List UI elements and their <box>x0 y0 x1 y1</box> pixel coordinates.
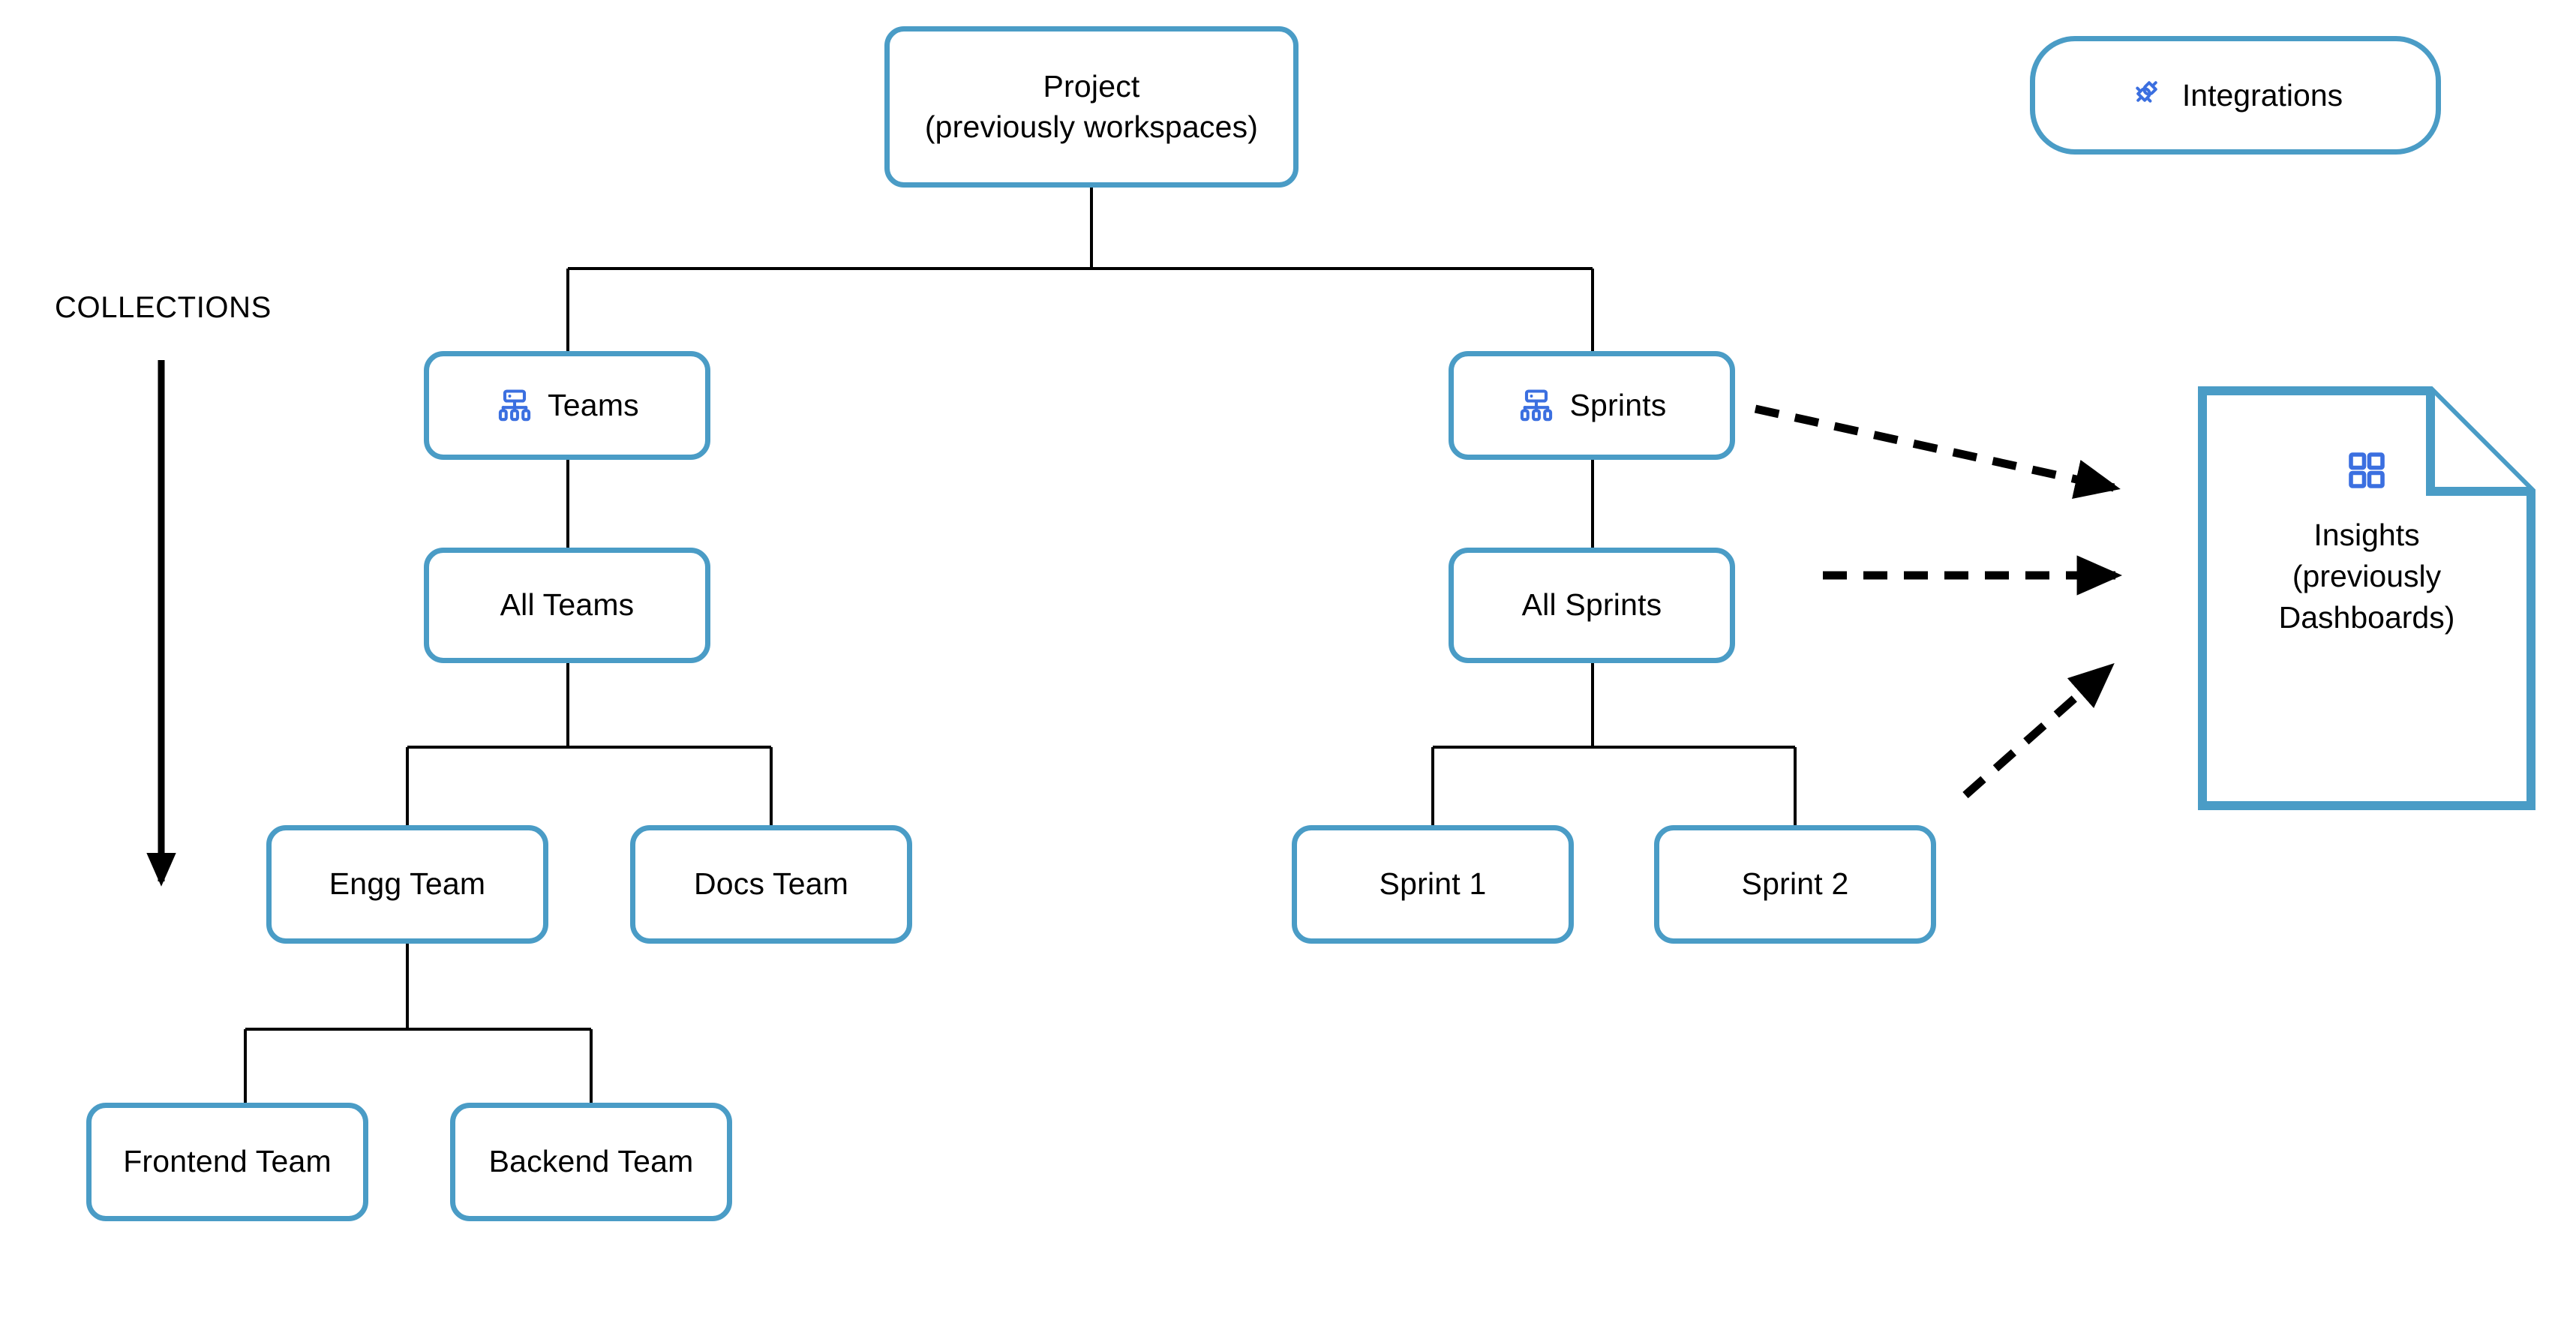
node-all-teams-label: All Teams <box>500 587 635 623</box>
sitemap-icon <box>495 386 534 425</box>
node-sprints-label: Sprints <box>1569 387 1667 422</box>
node-sprint-2[interactable]: Sprint 2 <box>1654 825 1936 944</box>
edge-sprint2-insights <box>1962 662 2115 799</box>
sitemap-icon <box>1517 386 1556 425</box>
node-sprints[interactable]: Sprints <box>1449 351 1735 460</box>
node-docs-team[interactable]: Docs Team <box>630 825 912 944</box>
node-teams-label: Teams <box>548 387 639 422</box>
node-frontend-team-label: Frontend Team <box>123 1144 332 1179</box>
node-integrations-label: Integrations <box>2181 77 2343 113</box>
node-insights-label: Insights (previously Dashboards) <box>2278 518 2455 635</box>
plug-connector-icon <box>2128 73 2166 118</box>
grid-four-squares-icon <box>2346 449 2388 495</box>
node-teams[interactable]: Teams <box>424 351 710 460</box>
node-backend-team-label: Backend Team <box>488 1144 694 1179</box>
node-sprint-1[interactable]: Sprint 1 <box>1292 825 1574 944</box>
node-insights[interactable]: Insights (previously Dashboards) <box>2198 386 2535 810</box>
node-engg-team-label: Engg Team <box>329 866 486 902</box>
edge-sprints-insights <box>1754 404 2121 499</box>
node-all-sprints-label: All Sprints <box>1521 587 1662 623</box>
node-engg-team[interactable]: Engg Team <box>266 825 548 944</box>
node-frontend-team[interactable]: Frontend Team <box>86 1103 368 1221</box>
node-all-teams[interactable]: All Teams <box>424 548 710 663</box>
collections-caption: COLLECTIONS <box>55 291 272 324</box>
node-integrations[interactable]: Integrations <box>2030 36 2441 155</box>
node-all-sprints[interactable]: All Sprints <box>1449 548 1735 663</box>
node-project-label: Project (previously workspaces) <box>924 69 1259 144</box>
node-sprint-2-label: Sprint 2 <box>1741 866 1849 902</box>
node-project[interactable]: Project (previously workspaces) <box>884 26 1299 188</box>
node-docs-team-label: Docs Team <box>693 866 849 902</box>
document-shape <box>2198 386 2535 810</box>
node-backend-team[interactable]: Backend Team <box>450 1103 732 1221</box>
node-sprint-1-label: Sprint 1 <box>1379 866 1487 902</box>
